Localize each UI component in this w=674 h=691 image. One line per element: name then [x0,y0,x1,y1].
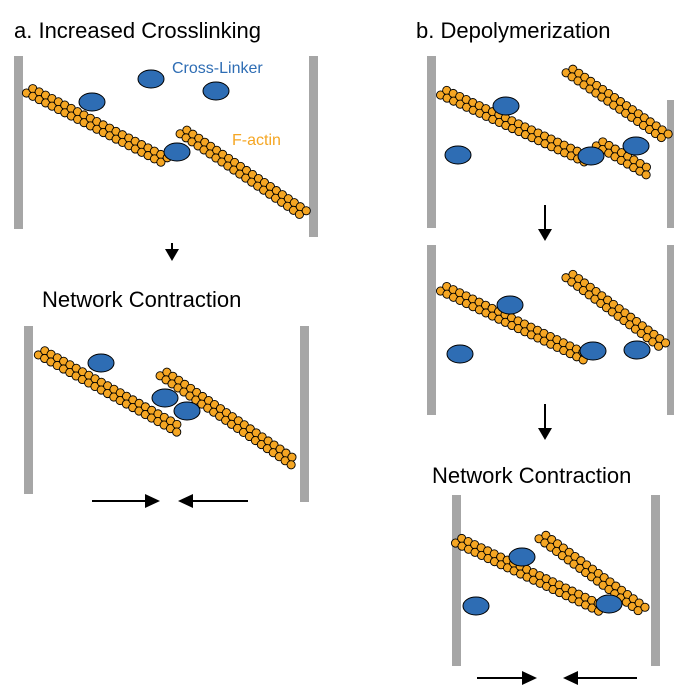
crosslinker-ellipse [202,81,230,101]
wall [651,495,660,666]
arrow-head [522,671,537,685]
factin-label: F-actin [232,132,281,149]
wall [452,495,461,666]
crosslinkers [78,69,651,616]
wall [300,326,309,502]
crosslinker-ellipse [446,344,474,364]
actin-bead [640,602,650,612]
contraction-arrow [178,494,248,508]
actin-bead [663,129,673,139]
wall [309,56,318,237]
panel-b-title: b. Depolymerization [416,18,610,43]
crosslinker-ellipse [496,295,524,315]
panel-a-result-label: Network Contraction [42,287,241,312]
down-arrow [538,404,552,440]
wall [24,326,33,494]
crosslinker-ellipse [78,92,106,112]
arrow-head [145,494,160,508]
crosslinker-ellipse [579,341,607,361]
actin-filament [33,346,182,437]
crosslinker-ellipse [508,547,536,567]
down-arrow [165,243,179,261]
actin-bead [156,157,166,167]
arrows [92,205,637,685]
filaments [21,64,673,616]
crosslinker-ellipse [623,340,651,360]
actin-bead [301,206,311,216]
actin-bead [172,419,182,429]
contraction-arrow [563,671,637,685]
actin-filament [591,137,651,180]
contraction-arrow [477,671,537,685]
actin-filament [561,64,673,143]
crosslinker-ellipse [163,142,191,162]
wall [14,56,23,229]
crosslinker-ellipse [87,353,115,373]
actin-bead [287,452,297,462]
arrow-head [165,249,179,261]
actin-bead [660,338,671,348]
wall [667,100,674,228]
crosslinker-ellipse [595,594,623,614]
actin-filament [534,530,650,616]
arrow-head [178,494,193,508]
wall [427,245,436,415]
actin-filament [175,125,311,219]
crosslinker-ellipse [492,96,520,116]
crosslinker-ellipse [462,596,490,616]
contraction-arrow [92,494,160,508]
crosslinker-ellipse [151,388,179,408]
actin-filament [561,269,671,351]
actin-bead [641,162,651,172]
wall [427,56,436,228]
down-arrow [538,205,552,241]
arrow-head [538,428,552,440]
actin-filament [435,281,588,365]
wall [667,245,674,415]
crosslinker-ellipse [577,146,605,166]
crosslinker-ellipse [622,136,650,156]
crosslinker-label: Cross-Linker [172,60,263,77]
panel-a-title: a. Increased Crosslinking [14,18,261,43]
crosslinker-ellipse [173,401,201,421]
walls [14,56,674,666]
arrow-head [538,229,552,241]
crosslinker-ellipse [137,69,165,89]
panel-b-result-label: Network Contraction [432,463,631,488]
actin-bead [172,427,182,437]
crosslinker-ellipse [444,145,472,165]
actin-bead [641,170,651,180]
actin-bead [286,460,296,470]
actin-filament [155,367,297,470]
arrow-head [563,671,578,685]
